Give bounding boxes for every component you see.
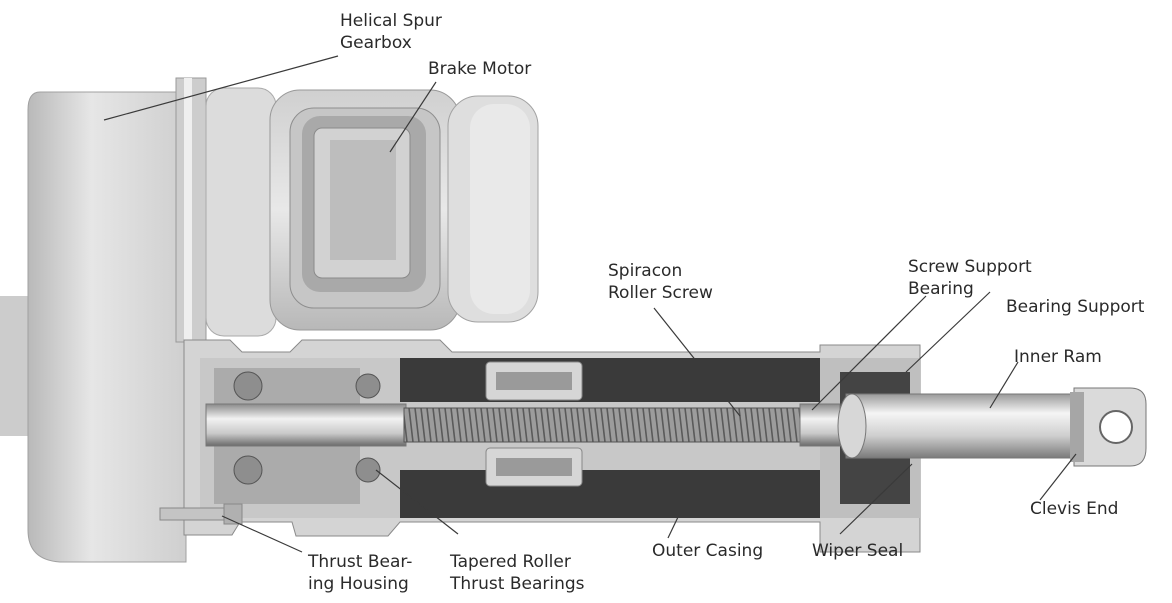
mounting-stub — [0, 296, 30, 436]
label-inner-ram-line1: Inner Ram — [1014, 347, 1102, 367]
label-helical-spur-gearbox: Helical Spur Gearbox — [340, 10, 442, 54]
label-spiracon-roller-screw-line2: Roller Screw — [608, 283, 713, 303]
leader-inner-ram — [989, 361, 1019, 409]
label-bearing-support-line1: Bearing Support — [1006, 297, 1145, 317]
label-thrust-bearing-housing-line1: Thrust Bear- — [308, 552, 413, 572]
leader-outer-casing — [667, 491, 691, 539]
label-clevis-end-line1: Clevis End — [1030, 499, 1119, 519]
label-thrust-bearing-housing: Thrust Bear- ing Housing — [308, 551, 412, 595]
label-spiracon-roller-screw: Spiracon Roller Screw — [608, 260, 713, 304]
label-screw-support-bearing-line2: Bearing — [908, 279, 974, 299]
label-spiracon-roller-screw-line1: Spiracon — [608, 261, 683, 281]
helical-spur-gearbox — [27, 77, 277, 563]
label-tapered-roller-thrust-bearings: Tapered Roller Thrust Bearings — [450, 551, 585, 595]
label-screw-support-bearing-line1: Screw Support — [908, 257, 1032, 277]
label-brake-motor-line1: Brake Motor — [428, 59, 532, 79]
label-bearing-support: Bearing Support — [1006, 296, 1144, 318]
tapered-roller-thrust-bearings — [233, 371, 381, 485]
leader-bearing-support — [905, 291, 991, 373]
leader-helical-spur-gearbox — [103, 55, 339, 121]
label-outer-casing: Outer Casing — [652, 540, 763, 562]
label-helical-spur-gearbox-line1: Helical Spur — [340, 11, 442, 31]
leader-screw-support-bearing — [811, 295, 927, 411]
label-tapered-roller-thrust-bearings-line2: Thrust Bearings — [450, 574, 585, 594]
leader-lines — [103, 55, 1077, 553]
clevis-end — [1070, 387, 1147, 467]
label-inner-ram: Inner Ram — [1014, 346, 1102, 368]
label-brake-motor: Brake Motor — [428, 58, 531, 80]
leader-wiper-seal — [839, 463, 913, 535]
roller-screw-shaft — [205, 403, 841, 447]
inner-ram — [837, 393, 1089, 459]
brake-motor — [269, 89, 539, 331]
leader-thrust-bearing-housing — [221, 515, 303, 553]
label-outer-casing-line1: Outer Casing — [652, 541, 764, 561]
label-wiper-seal: Wiper Seal — [812, 540, 903, 562]
label-thrust-bearing-housing-line2: ing Housing — [308, 574, 409, 594]
label-tapered-roller-thrust-bearings-line1: Tapered Roller — [450, 552, 571, 572]
leader-spiracon-roller-screw — [653, 307, 741, 417]
leader-clevis-end — [1039, 453, 1077, 501]
label-screw-support-bearing: Screw Support Bearing — [908, 256, 1032, 300]
label-wiper-seal-line1: Wiper Seal — [812, 541, 904, 561]
label-clevis-end: Clevis End — [1030, 498, 1118, 520]
leader-brake-motor — [389, 81, 437, 153]
leader-tapered-roller-thrust-bearings — [375, 469, 459, 535]
label-helical-spur-gearbox-line2: Gearbox — [340, 33, 412, 53]
